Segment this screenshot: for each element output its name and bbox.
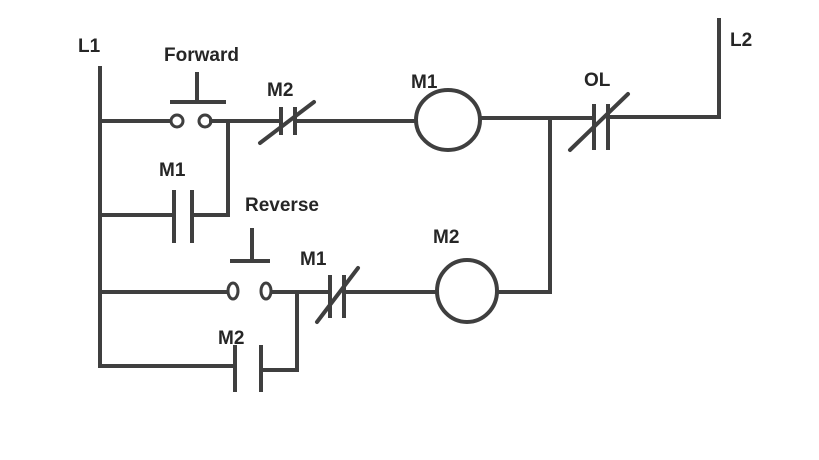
- m1-nc-interlock-contact: M1: [300, 249, 360, 324]
- m2-no-seal-contact: M2: [218, 328, 263, 392]
- m2-coil: M2: [433, 227, 499, 324]
- reverse-pb-terminal-right: [259, 281, 273, 301]
- l2-label: L2: [730, 30, 752, 51]
- m1-coil: M1: [411, 72, 482, 152]
- m2-coil-label: M2: [433, 227, 459, 248]
- m1-no-seal-contact: M1: [159, 160, 194, 243]
- forward-pb-terminal-left: [169, 113, 185, 129]
- m1-coil-label: M1: [411, 72, 438, 93]
- rung-forward-seal: M1: [98, 119, 230, 243]
- forward-pushbutton: Forward: [164, 45, 239, 129]
- ol-slash: [568, 92, 630, 152]
- m1-seal-label: M1: [159, 160, 186, 181]
- rung-reverse-seal: M2: [98, 290, 299, 392]
- m2-seal-label: M2: [218, 328, 244, 349]
- m1-nc-slash: [315, 266, 360, 324]
- m2-coil-circle: [435, 258, 499, 324]
- reverse-pushbutton: Reverse: [226, 195, 319, 301]
- ol-label: OL: [584, 70, 611, 91]
- rung-forward: Forward M2 M1 OL: [98, 45, 721, 152]
- m2-interlock-label: M2: [267, 80, 293, 101]
- m1-interlock-label: M1: [300, 249, 327, 270]
- ol-nc-contact: OL: [568, 70, 630, 152]
- m2-nc-slash: [258, 100, 316, 145]
- m1-coil-circle: [414, 88, 482, 152]
- m2-nc-interlock-contact: M2: [258, 80, 316, 145]
- forward-pb-label: Forward: [164, 45, 239, 66]
- reverse-pb-terminal-left: [226, 281, 240, 301]
- l1-label: L1: [78, 36, 101, 57]
- rung-reverse: Reverse M1 M2: [98, 116, 552, 324]
- reverse-pb-label: Reverse: [245, 195, 319, 216]
